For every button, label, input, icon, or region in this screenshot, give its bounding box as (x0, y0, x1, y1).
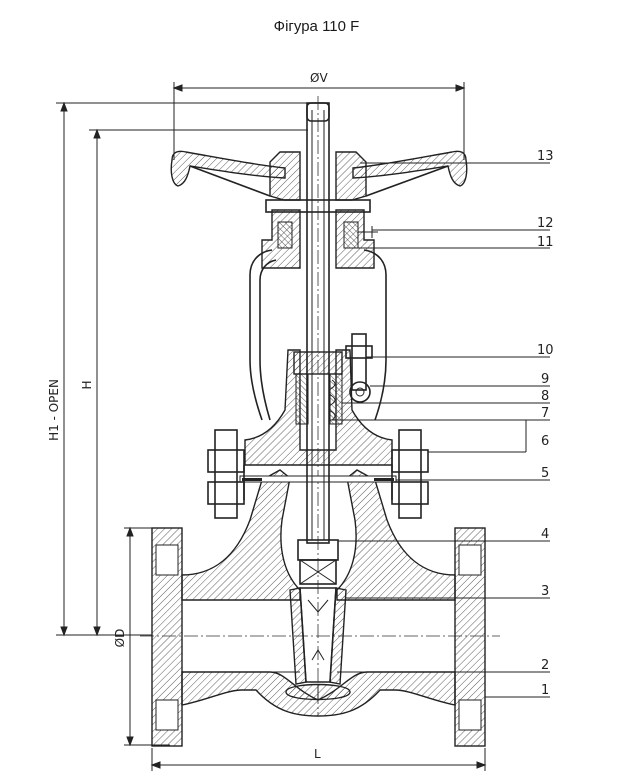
callout-4: 4 (541, 527, 549, 542)
leader-lines (330, 162, 550, 698)
wedge (285, 587, 351, 701)
dimension-lines (56, 82, 487, 771)
yoke-top (261, 199, 378, 269)
callout-13: 13 (537, 149, 554, 164)
callout-labels: 13 12 11 10 9 8 7 6 5 4 3 2 1 (537, 149, 554, 698)
callout-9: 9 (541, 372, 549, 387)
callout-2: 2 (541, 658, 549, 673)
callout-8: 8 (541, 389, 549, 404)
callout-6: 6 (541, 434, 549, 449)
dim-l-label: L (314, 747, 321, 761)
callout-5: 5 (541, 466, 549, 481)
callout-7: 7 (541, 406, 549, 421)
dim-v-label: ØV (310, 71, 328, 85)
callout-12: 12 (537, 216, 554, 231)
gland-flange (293, 351, 343, 375)
callout-3: 3 (541, 584, 549, 599)
dim-h1-label: H1 - OPEN (47, 379, 61, 441)
handwheel (170, 150, 468, 201)
dim-h-label: H (80, 380, 94, 389)
callout-10: 10 (537, 343, 554, 358)
gland-packing (293, 333, 373, 425)
stem (297, 102, 339, 585)
bonnet (207, 249, 429, 519)
page-title: Фігура 110 F (273, 18, 360, 35)
valve-body (151, 469, 486, 747)
dim-d-label: ØD (113, 629, 127, 648)
callout-11: 11 (537, 235, 554, 250)
callout-1: 1 (541, 683, 549, 698)
dimension-labels: ØV H1 - OPEN H ØD L (47, 71, 328, 761)
